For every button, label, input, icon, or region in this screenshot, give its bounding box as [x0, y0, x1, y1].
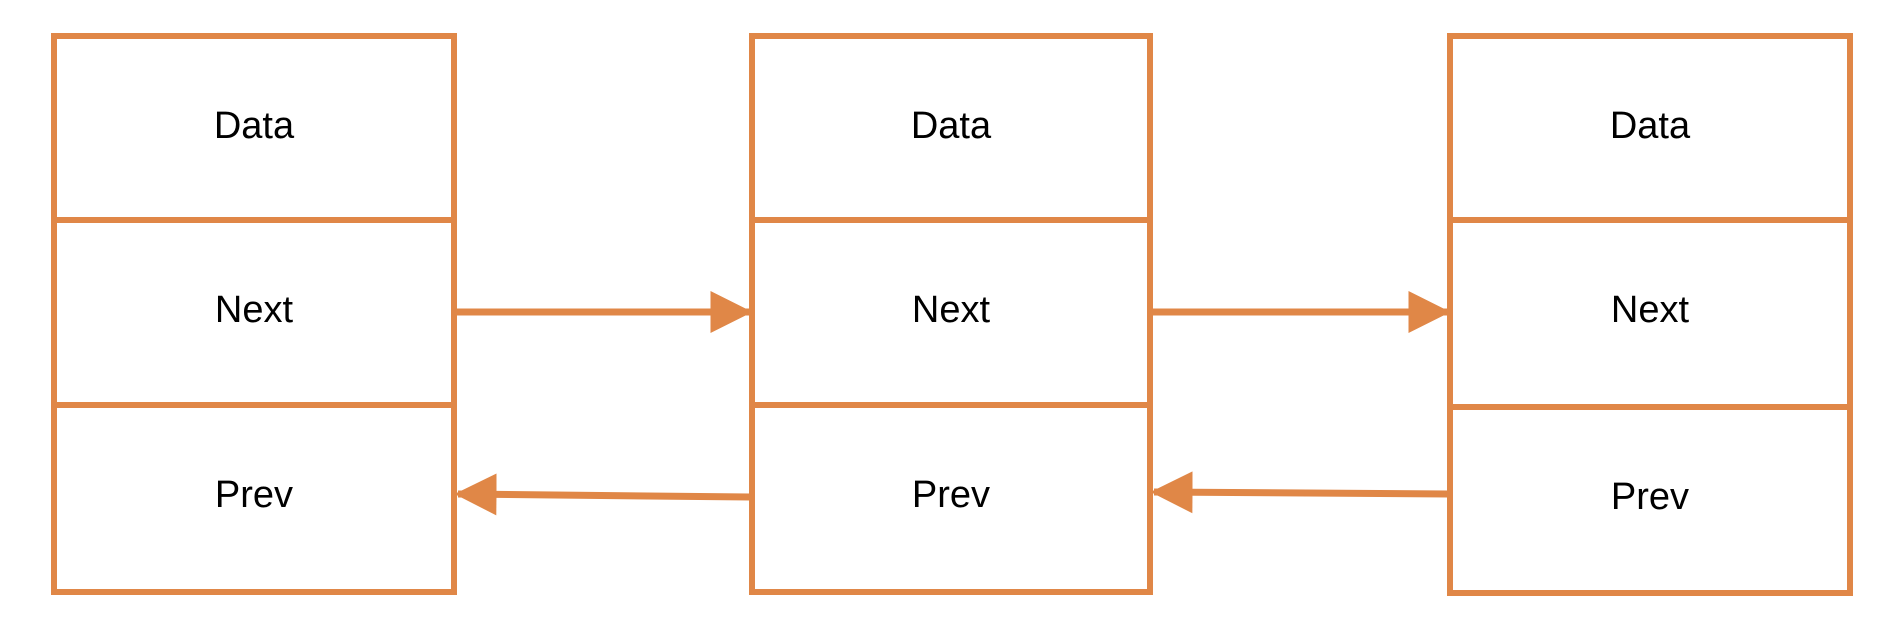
node-2-prev-label: Prev [912, 474, 990, 516]
node-3-prev-label: Prev [1611, 476, 1689, 518]
node-2-data-label: Data [911, 105, 992, 147]
node-2-next-label: Next [912, 289, 991, 331]
prev-pointer-arrow-1 [454, 473, 751, 516]
node-1-prev-label: Prev [215, 474, 293, 516]
node-1-data-label: Data [214, 105, 295, 147]
node-3: Data Next Prev [1447, 33, 1853, 596]
prev-pointer-arrow-2 [1150, 471, 1449, 514]
node-3-next-label: Next [1611, 289, 1690, 331]
node-1-box [51, 33, 457, 595]
node-3-data-label: Data [1610, 105, 1691, 147]
node-1-next-label: Next [215, 289, 294, 331]
node-1: Data Next Prev [51, 33, 457, 595]
node-2: Data Next Prev [749, 33, 1153, 595]
